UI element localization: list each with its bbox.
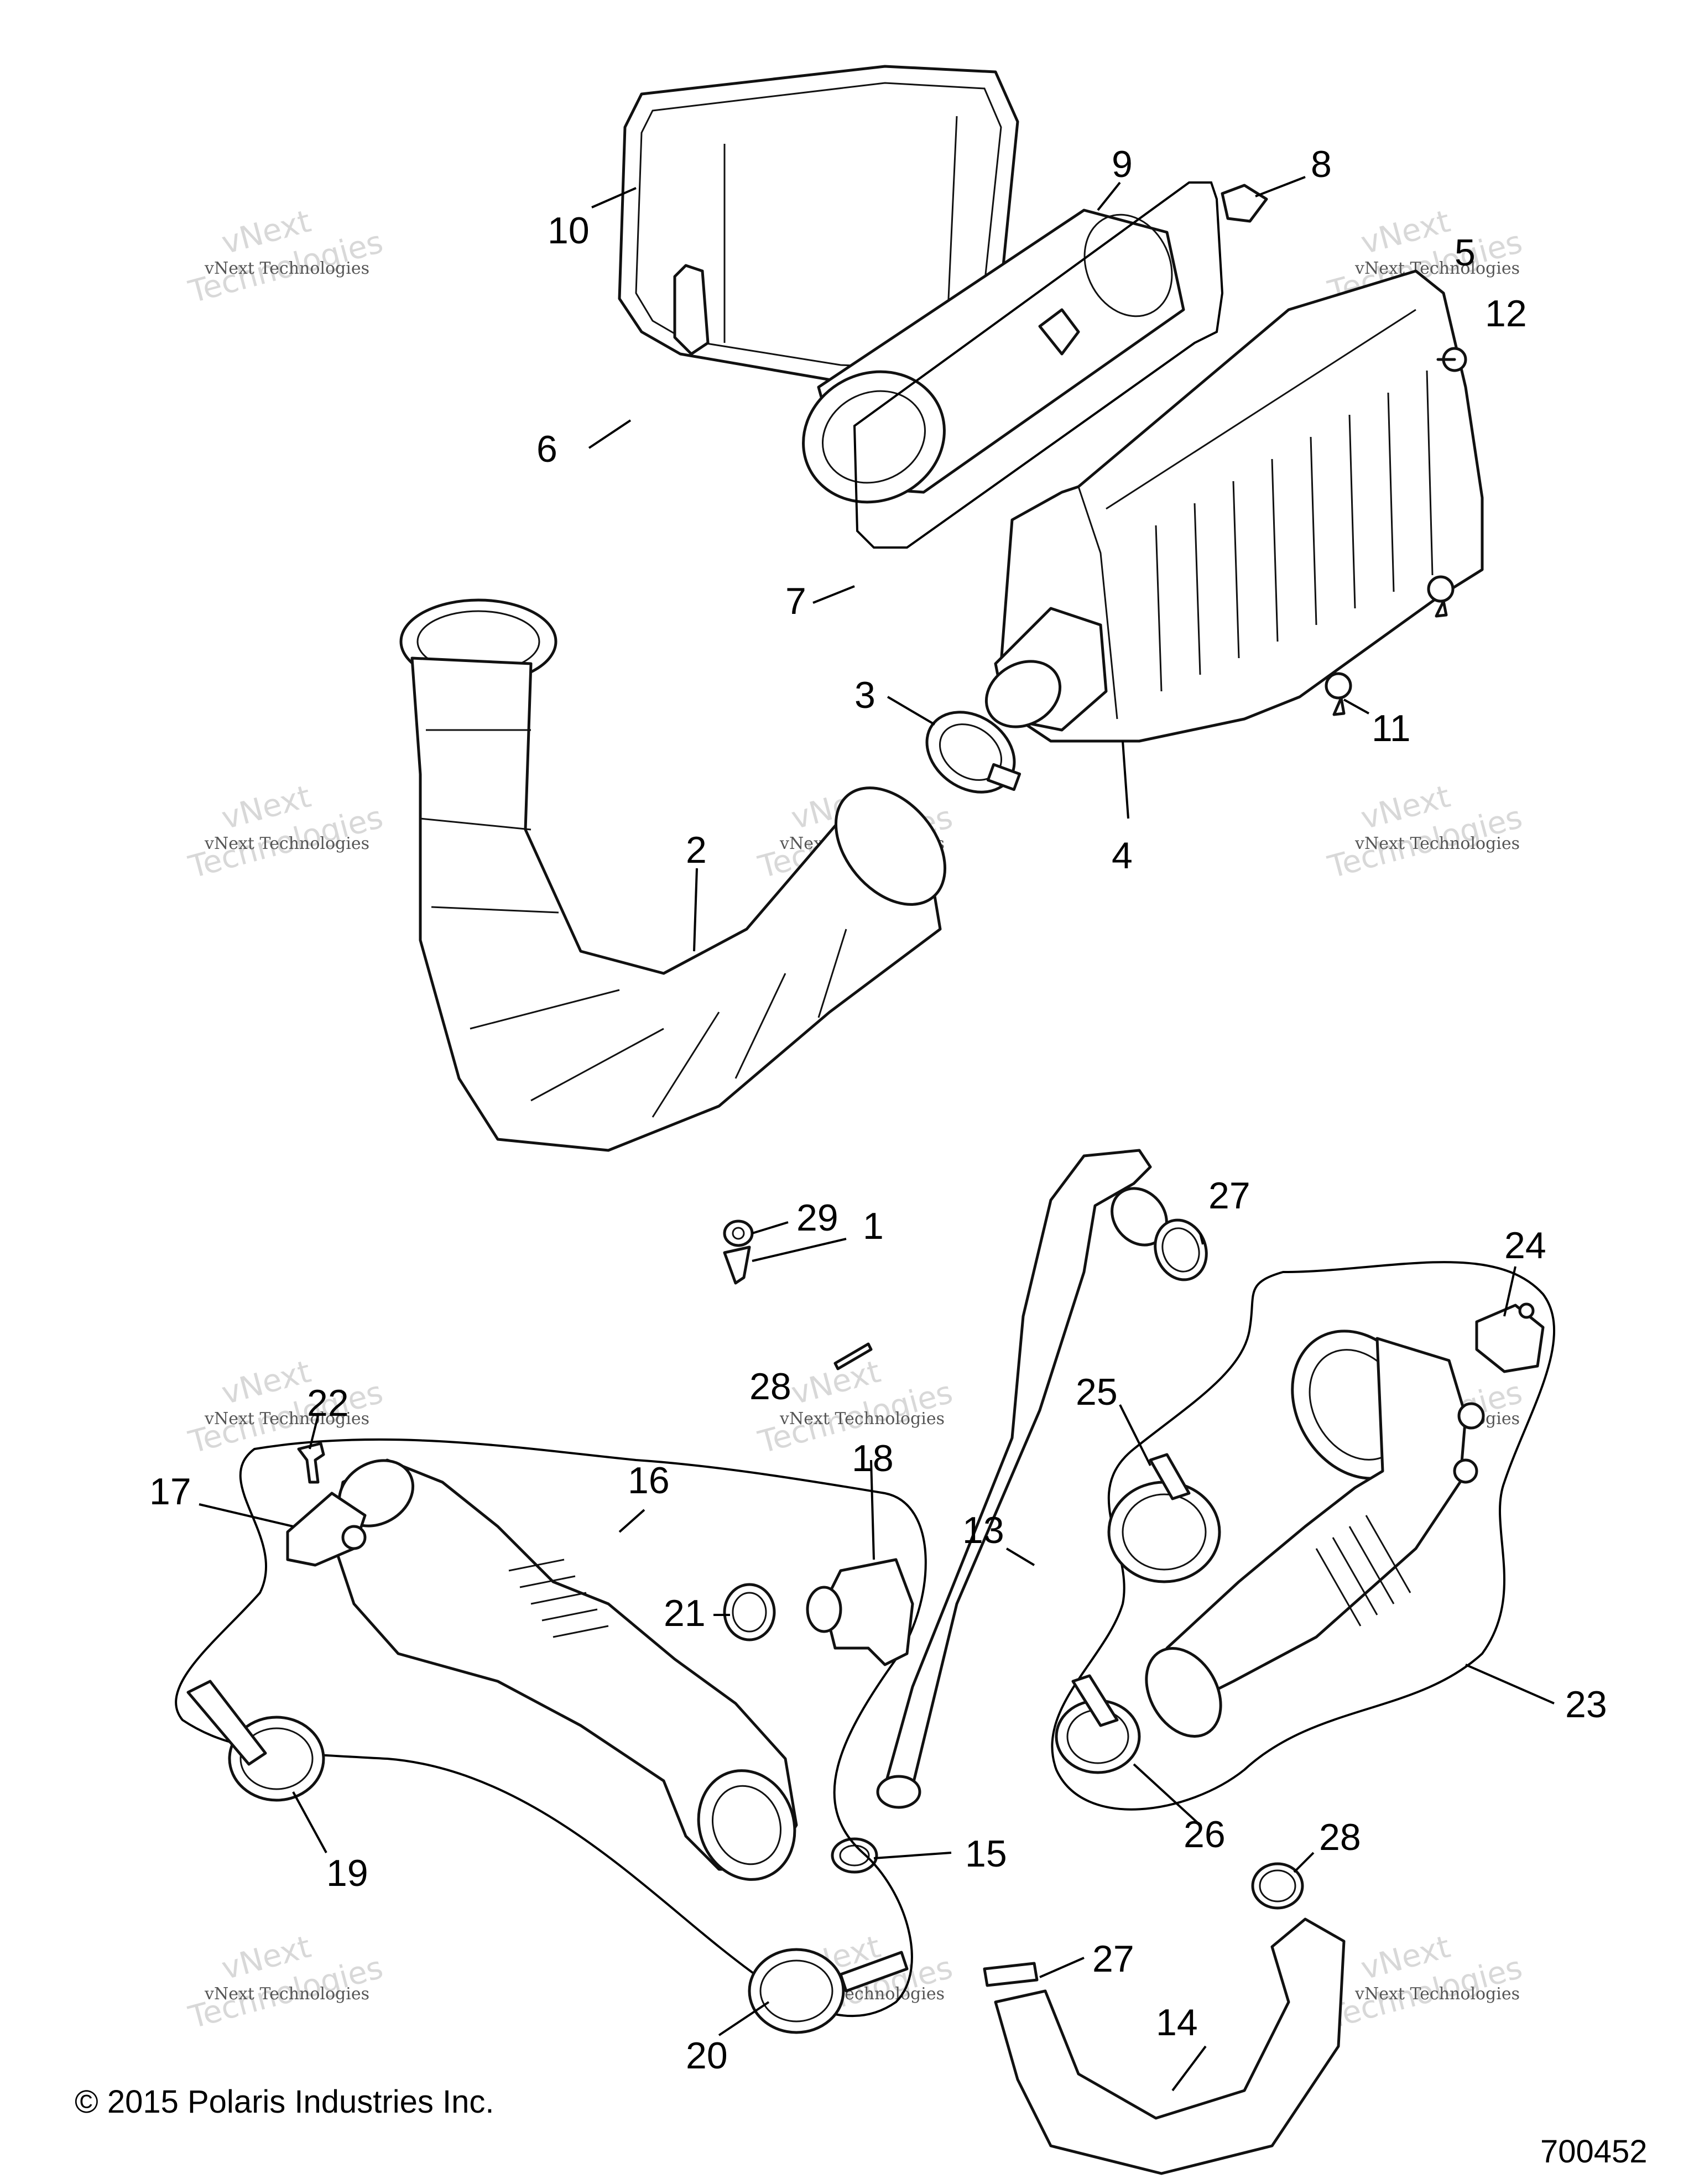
part-21-clamp (723, 1583, 776, 1641)
watermark-label: vNext Technologies (204, 834, 369, 853)
part-14-hose (994, 1917, 1346, 2175)
part-24-sensor (1475, 1302, 1545, 1373)
watermark-label: vNext Technologies (204, 1409, 369, 1429)
callout-28-top: 27 (1208, 1175, 1250, 1217)
watermark: vNext Technologies (185, 204, 387, 311)
watermark: vNext Technologies (185, 1929, 387, 2036)
part-22-screw (297, 1442, 325, 1484)
callout-24: 24 (1504, 1224, 1546, 1266)
part-23-group-outline (1051, 1261, 1555, 1811)
part-11-bolt-b (1427, 575, 1455, 618)
callout-13: 13 (962, 1509, 1004, 1551)
part-19-clamp (186, 1680, 325, 1802)
watermark-label: vNext Technologies (204, 259, 369, 278)
part-12-bolt (1436, 347, 1467, 372)
callout-11: 11 (1372, 707, 1411, 749)
callout-19: 19 (326, 1852, 368, 1894)
part-3-clamp (925, 711, 1022, 794)
callout-25: 25 (1076, 1371, 1118, 1413)
part-26-clamp (1055, 1674, 1141, 1774)
callout-12: 12 (1485, 293, 1527, 335)
part-30-clip (723, 1219, 754, 1247)
part-23-throttle-duct (1145, 1330, 1485, 1738)
callout-4: 4 (1112, 835, 1133, 877)
figure-number: 700452 (1540, 2134, 1648, 2170)
part-7-seal (853, 181, 1224, 549)
watermark-label: vNext Technologies (1354, 1984, 1520, 2004)
callout-8: 8 (1311, 143, 1332, 185)
callout-20: 20 (686, 2035, 728, 2077)
part-11-bolt (1325, 672, 1352, 716)
callout-30: 29 (796, 1197, 838, 1239)
part-18-valve (806, 1558, 914, 1666)
leader-lines (199, 176, 1555, 2092)
watermark-label: vNext Technologies (1354, 834, 1520, 853)
callout-1: 1 (863, 1205, 884, 1247)
part-4-airbox-housing (984, 269, 1484, 743)
callout-29: 28 (749, 1365, 791, 1408)
callout-14: 14 (1156, 2001, 1198, 2044)
watermark: vNext Technologies (1324, 1929, 1526, 2036)
watermark: vNext Technologies (185, 1354, 387, 1461)
part-1-pushpin (723, 1245, 751, 1285)
callout-17: 17 (149, 1471, 191, 1513)
callout-9: 9 (1112, 143, 1133, 185)
part-9-air-filter (802, 209, 1185, 504)
watermark-label: vNext Technologies (1354, 259, 1520, 278)
callout-5: 5 (1455, 232, 1476, 274)
part-27-sleeve (983, 1962, 1039, 1987)
part-17-sensor (286, 1492, 367, 1567)
copyright-text: © 2015 Polaris Industries Inc. (75, 2084, 494, 2120)
callout-18: 18 (852, 1437, 894, 1479)
part-16-group-outline (175, 1438, 927, 2018)
callout-27: 27 (1092, 1938, 1134, 1980)
callout-7: 7 (785, 580, 806, 622)
part-29-pin (833, 1342, 873, 1370)
watermark: vNext Technologies (1324, 779, 1526, 886)
part-2-intake-duct (399, 598, 947, 1152)
callout-28-bottom: 28 (1319, 1816, 1361, 1858)
watermark: vNext Technologies (185, 779, 387, 886)
watermark-label: vNext Technologies (204, 1984, 369, 2004)
callout-26: 26 (1184, 1813, 1226, 1855)
part-28-clamp-top (1154, 1218, 1208, 1281)
part-16-intake-tube (330, 1458, 798, 1881)
part-15-clamp (831, 1837, 878, 1874)
callout-21: 21 (664, 1592, 706, 1634)
part-20-clamp (748, 1948, 909, 2034)
callout-2: 2 (686, 829, 707, 871)
callout-23: 23 (1565, 1683, 1607, 1726)
callout-3: 3 (854, 674, 875, 716)
watermark-label: vNext Technologies (779, 1409, 945, 1429)
part-25-clamp (1107, 1453, 1221, 1583)
callout-6: 6 (536, 428, 557, 470)
part-28-clamp-bottom (1251, 1862, 1304, 1910)
callout-16: 16 (628, 1460, 670, 1502)
callout-labels: 10 9 8 5 12 6 7 3 11 4 2 1 29 27 24 28 2… (149, 143, 1607, 2077)
part-8-clip (1221, 184, 1268, 223)
callout-10: 10 (548, 210, 590, 252)
callout-22: 22 (307, 1382, 349, 1424)
callout-15: 15 (965, 1833, 1007, 1875)
part-13-hose (876, 1149, 1168, 1809)
